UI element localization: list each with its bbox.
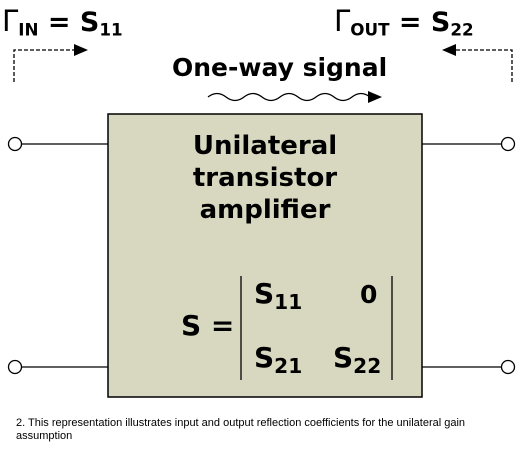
matrix-s22-index: 22 bbox=[353, 354, 382, 379]
matrix-s21: S21 bbox=[254, 341, 303, 379]
gamma-out-arrow-icon bbox=[442, 44, 513, 82]
matrix-s21-index: 21 bbox=[274, 354, 303, 379]
amplifier-title-line-2: transistor bbox=[192, 163, 338, 193]
one-way-signal-arrow-icon bbox=[207, 91, 382, 103]
input-terminal-bottom bbox=[7, 359, 23, 375]
gamma-in-arrow-icon bbox=[13, 44, 88, 82]
matrix-lhs: S = bbox=[181, 309, 235, 342]
matrix-s22: S22 bbox=[333, 341, 382, 379]
figure-caption: 2. This representation illustrates input… bbox=[16, 417, 466, 442]
amplifier-title-line-1: Unilateral bbox=[192, 131, 338, 161]
output-terminal-bottom bbox=[500, 359, 516, 375]
gamma-in-subscript: IN bbox=[18, 19, 39, 40]
matrix-s11-index: 11 bbox=[274, 290, 303, 315]
matrix-s11: S11 bbox=[254, 277, 303, 315]
amplifier-title-line-3: amplifier bbox=[199, 195, 331, 225]
one-way-signal-label: One-way signal bbox=[172, 53, 388, 82]
gamma-out-equation: ΓOUT = S22 bbox=[334, 4, 474, 40]
gamma-out-equals: = bbox=[398, 7, 422, 38]
gamma-in-equation: ΓIN = S11 bbox=[2, 4, 123, 40]
matrix-s22-s: S bbox=[333, 341, 354, 374]
matrix-s11-s: S bbox=[254, 277, 275, 310]
amplifier-box bbox=[107, 113, 423, 398]
output-terminal-top bbox=[500, 136, 516, 152]
gamma-out-subscript: OUT bbox=[350, 19, 390, 40]
matrix-s21-s: S bbox=[254, 341, 275, 374]
gamma-in-s: S bbox=[79, 7, 100, 38]
gamma-in-symbol: Γ bbox=[2, 4, 19, 38]
gamma-in-s-index: 11 bbox=[99, 19, 123, 40]
gamma-out-s: S bbox=[430, 7, 451, 38]
gamma-out-s-index: 22 bbox=[450, 19, 474, 40]
matrix-s12-zero: 0 bbox=[360, 280, 378, 309]
amplifier-title: Unilateral transistor amplifier bbox=[108, 130, 422, 226]
gamma-out-symbol: Γ bbox=[334, 4, 351, 38]
gamma-in-equals: = bbox=[47, 7, 71, 38]
input-terminal-top bbox=[7, 136, 23, 152]
